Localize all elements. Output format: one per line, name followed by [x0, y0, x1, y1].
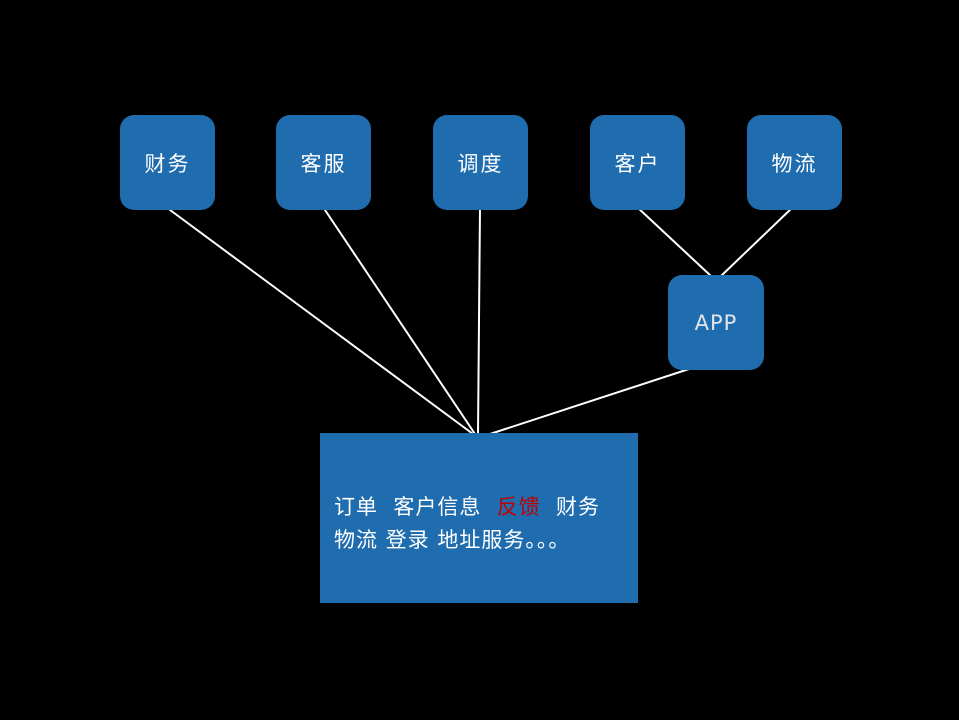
connector-finance-to-detail [165, 206, 474, 435]
node-logistics-label: 物流 [771, 151, 818, 176]
detail-line2: 物流 登录 地址服务。。。 [334, 527, 571, 552]
connector-dispatch-to-detail [477, 206, 481, 435]
node-dispatch[interactable]: 调度 [433, 115, 528, 210]
node-customer-service-label: 客服 [300, 151, 347, 176]
node-finance-label: 财务 [144, 151, 191, 176]
node-finance[interactable]: 财务 [120, 115, 215, 210]
connector-customer-to-app [636, 206, 712, 277]
node-customer-label: 客户 [614, 151, 661, 176]
detail-line1-part2: 财务 [540, 495, 601, 519]
connector-logistics-to-app [720, 206, 794, 277]
detail-highlight-feedback: 反馈 [496, 495, 541, 519]
node-app[interactable]: APP [668, 275, 764, 370]
node-customer-service[interactable]: 客服 [276, 115, 371, 210]
connector-app-to-detail [489, 368, 690, 435]
node-customer[interactable]: 客户 [590, 115, 685, 210]
node-app-label: APP [694, 310, 738, 335]
detail-line1-part1: 订单 客户信息 [334, 495, 497, 519]
node-logistics[interactable]: 物流 [747, 115, 842, 210]
connector-service-to-detail [322, 206, 476, 435]
node-services-detail[interactable]: 订单 客户信息 反馈 财务 物流 登录 地址服务。。。 [320, 433, 638, 603]
node-dispatch-label: 调度 [457, 151, 504, 176]
